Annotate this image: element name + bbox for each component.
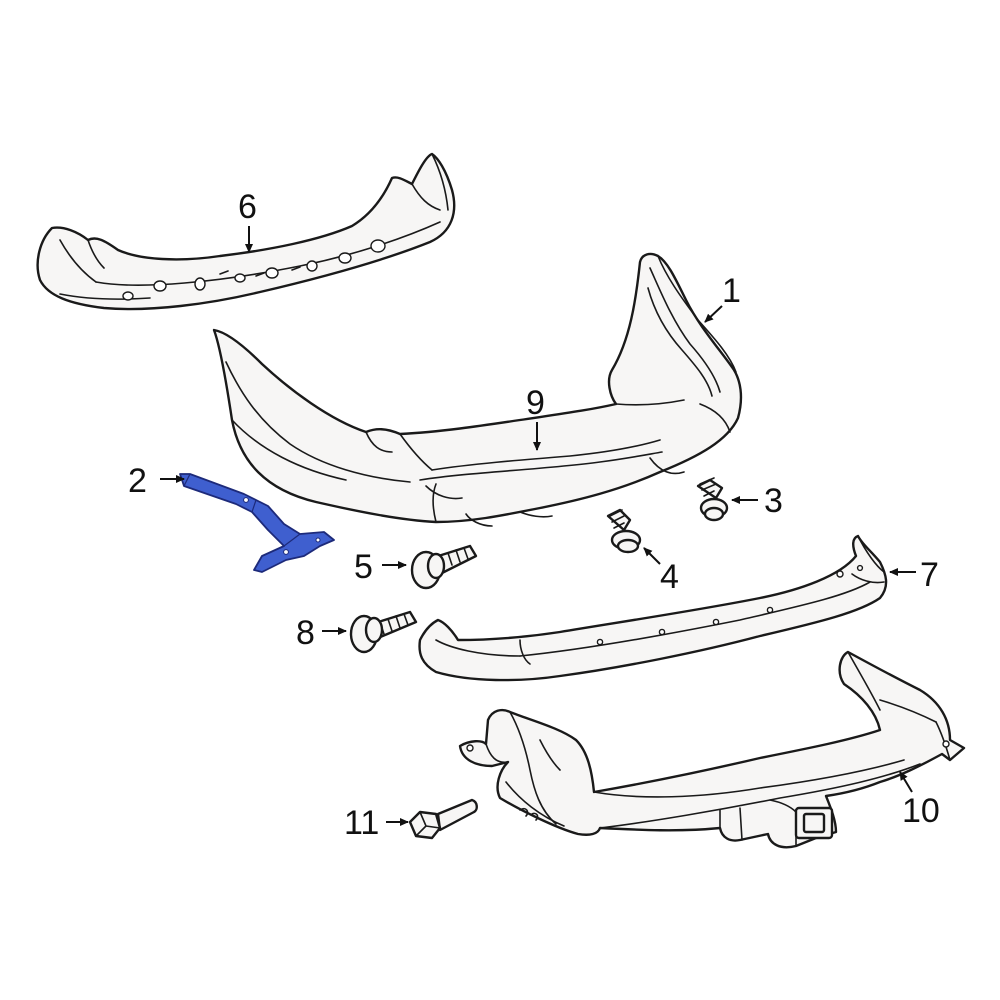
leader-arrows (160, 226, 916, 826)
callout-4: 4 (660, 558, 679, 596)
leader-1 (704, 305, 723, 323)
leader-4 (643, 547, 661, 565)
callout-11: 11 (344, 804, 379, 842)
callout-2: 2 (128, 462, 147, 500)
callout-6: 6 (238, 188, 257, 226)
part-3-bolt[interactable] (696, 477, 729, 522)
callout-9: 9 (526, 384, 545, 422)
part-4-bolt[interactable] (606, 508, 642, 554)
callout-labels: 1 2 3 4 5 6 7 8 9 10 11 (128, 188, 940, 842)
callout-3: 3 (764, 482, 783, 520)
leader-10 (899, 771, 913, 793)
callout-1: 1 (722, 272, 741, 310)
part-11-bolt[interactable] (408, 798, 478, 840)
part-5-screw[interactable] (410, 544, 478, 590)
part-6-upper-absorber[interactable] (36, 152, 456, 311)
part-7-reinforcement[interactable] (418, 534, 888, 682)
part-2-bracket-highlighted[interactable] (179, 473, 335, 573)
bracket-body (179, 473, 335, 573)
part-1-bumper-cover[interactable] (212, 252, 743, 527)
part-10-trailer-hitch[interactable] (458, 650, 966, 849)
part-8-screw[interactable] (349, 610, 418, 654)
callout-8: 8 (296, 614, 315, 652)
callout-7: 7 (920, 556, 939, 594)
callout-5: 5 (354, 548, 373, 586)
callout-10: 10 (902, 792, 940, 830)
